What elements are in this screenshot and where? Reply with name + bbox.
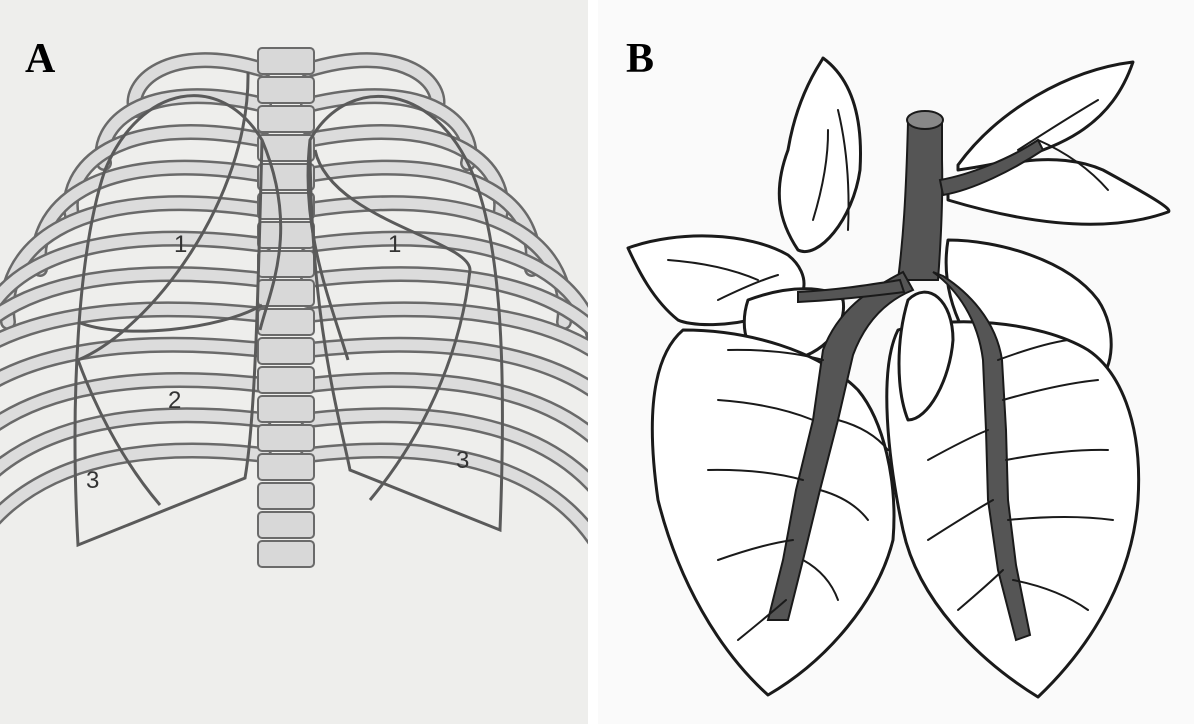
vertebra-6 bbox=[258, 193, 314, 219]
vertebra-18 bbox=[258, 541, 314, 567]
vertebra-15 bbox=[258, 454, 314, 480]
region-label-1-left: 1 bbox=[388, 231, 401, 258]
trachea bbox=[898, 122, 942, 280]
region-label-3-left: 3 bbox=[456, 447, 469, 474]
region-label-1-right: 1 bbox=[174, 231, 187, 258]
region-label-3-right: 3 bbox=[86, 467, 99, 494]
vertebra-3 bbox=[258, 106, 314, 132]
vertebra-9 bbox=[258, 280, 314, 306]
region-label-2: 2 bbox=[168, 387, 181, 414]
bronchial-tree-figure bbox=[598, 0, 1194, 724]
vertebra-7 bbox=[258, 222, 314, 248]
panel-b-bronchial-tree: B bbox=[598, 0, 1194, 724]
vertebra-2 bbox=[258, 77, 314, 103]
lobes bbox=[628, 58, 1169, 697]
rib-cage-figure: 1 1 2 3 3 bbox=[0, 0, 588, 724]
panel-label-b: B bbox=[626, 38, 654, 80]
vertebra-1 bbox=[258, 48, 314, 74]
vertebra-12 bbox=[258, 367, 314, 393]
vertebra-5 bbox=[258, 164, 314, 190]
lobe-left-lower bbox=[652, 330, 894, 695]
panel-a-rib-cage: 1 1 2 3 3 A bbox=[0, 0, 588, 724]
vertebra-14 bbox=[258, 425, 314, 451]
vertebra-17 bbox=[258, 512, 314, 538]
lobe-upper-right-leaf bbox=[958, 62, 1133, 170]
rib-right-9 bbox=[308, 345, 588, 534]
trachea-opening bbox=[907, 111, 943, 129]
rib-fill-right-12 bbox=[308, 451, 588, 693]
vertebra-8 bbox=[258, 251, 314, 277]
vertebra-13 bbox=[258, 396, 314, 422]
panel-label-a: A bbox=[25, 38, 55, 80]
vertebra-16 bbox=[258, 483, 314, 509]
vertebra-11 bbox=[258, 338, 314, 364]
